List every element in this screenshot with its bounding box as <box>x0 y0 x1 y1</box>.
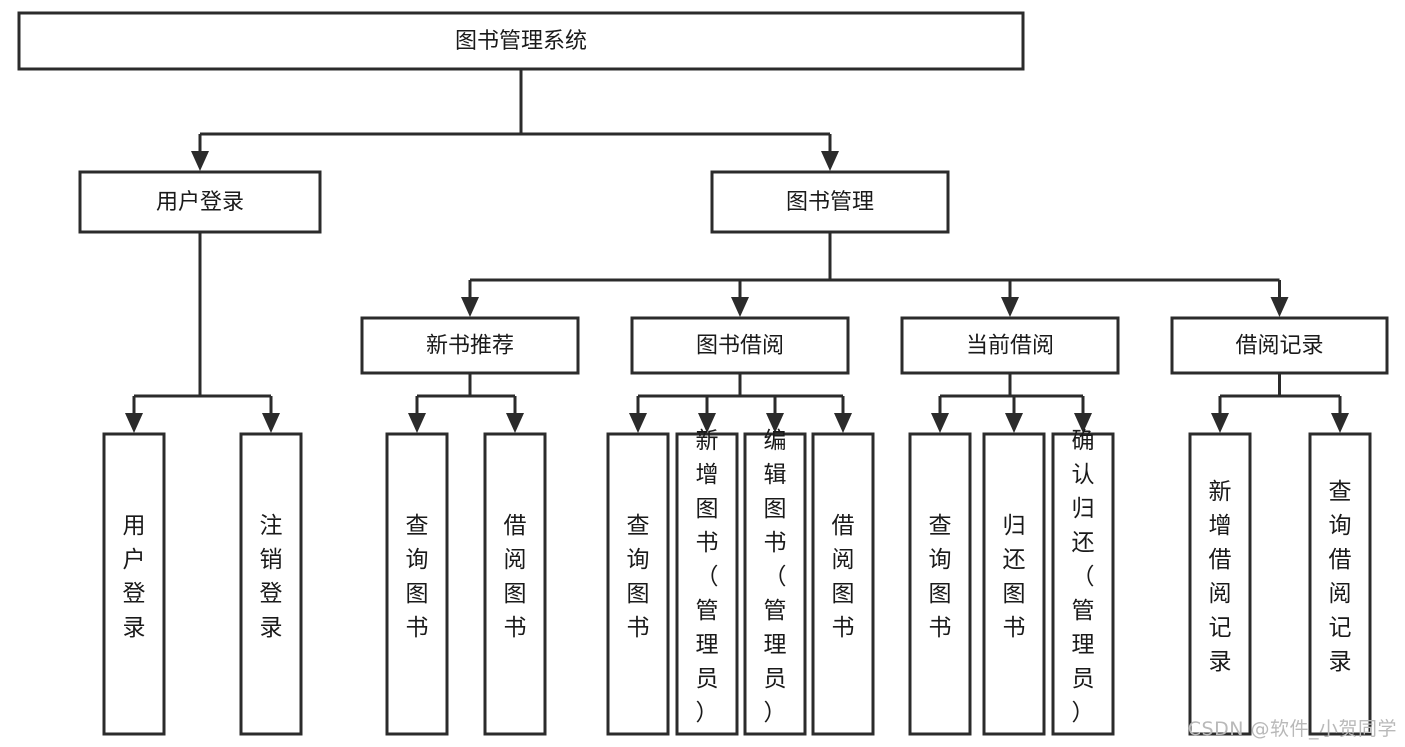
node-box <box>1308 432 1372 736</box>
node-box <box>239 432 303 736</box>
node-box <box>710 170 950 234</box>
node-box <box>385 432 449 736</box>
arrow-head-icon <box>1005 413 1023 433</box>
node-box <box>743 432 807 736</box>
arrow-head-icon <box>731 297 749 317</box>
arrow-head-icon <box>1211 413 1229 433</box>
node-box <box>630 316 850 375</box>
node-leaf-add-book[interactable]: 新增图书（管理员） <box>675 428 739 736</box>
node-box <box>360 316 580 375</box>
node-label: 查询图书 <box>406 513 429 641</box>
node-box <box>606 432 670 736</box>
node-new-book-rec[interactable]: 新书推荐 <box>360 316 580 375</box>
arrow-head-icon <box>506 413 524 433</box>
node-box <box>1170 316 1389 375</box>
node-label: 查询图书 <box>627 513 650 641</box>
node-leaf-edit-book[interactable]: 编辑图书（管理员） <box>743 428 807 736</box>
node-leaf-query-book-3[interactable]: 查询图书 <box>908 432 972 736</box>
node-box <box>78 170 322 234</box>
node-leaf-user-logout[interactable]: 注销登录 <box>239 432 303 736</box>
node-label: 图书管理 <box>786 190 874 215</box>
node-box <box>483 432 547 736</box>
node-leaf-user-login[interactable]: 用户登录 <box>102 432 166 736</box>
node-label: 借阅记录 <box>1235 334 1323 359</box>
node-label: 用户登录 <box>123 513 146 641</box>
arrow-head-icon <box>262 413 280 433</box>
arrow-head-icon <box>1331 413 1349 433</box>
node-box <box>675 432 739 736</box>
node-borrow-record[interactable]: 借阅记录 <box>1170 316 1389 375</box>
arrow-head-icon <box>191 151 209 171</box>
node-label: 归还图书 <box>1003 513 1026 641</box>
node-label: 借阅图书 <box>832 513 855 641</box>
node-book-borrow[interactable]: 图书借阅 <box>630 316 850 375</box>
arrow-head-icon <box>834 413 852 433</box>
node-label: 新增图书（管理员） <box>696 428 719 726</box>
node-box <box>982 432 1046 736</box>
node-box <box>1051 432 1115 736</box>
node-leaf-return-book[interactable]: 归还图书 <box>982 432 1046 736</box>
node-book-manage[interactable]: 图书管理 <box>710 170 950 234</box>
node-leaf-query-record[interactable]: 查询借阅记录 <box>1308 432 1372 736</box>
node-box <box>908 432 972 736</box>
node-leaf-borrow-book-2[interactable]: 借阅图书 <box>811 432 875 736</box>
node-root-system-title[interactable]: 图书管理系统 <box>17 11 1025 71</box>
arrow-head-icon <box>766 413 784 433</box>
arrow-head-icon <box>821 151 839 171</box>
arrow-head-icon <box>408 413 426 433</box>
node-leaf-confirm-return[interactable]: 确认归还（管理员） <box>1051 428 1115 736</box>
arrow-head-icon <box>698 413 716 433</box>
arrow-head-icon <box>1270 297 1289 317</box>
arrow-head-icon <box>461 297 479 317</box>
arrow-head-icon <box>125 413 143 433</box>
node-label: 编辑图书（管理员） <box>764 428 787 726</box>
node-box <box>900 316 1120 375</box>
node-box <box>17 11 1025 71</box>
node-label: 查询借阅记录 <box>1329 479 1352 675</box>
arrow-head-icon <box>1001 297 1019 317</box>
node-label: 借阅图书 <box>504 513 527 641</box>
node-label: 确认归还（管理员） <box>1072 428 1095 726</box>
node-label: 新书推荐 <box>426 334 514 359</box>
arrow-head-icon <box>629 413 647 433</box>
node-box <box>102 432 166 736</box>
node-label: 图书管理系统 <box>455 29 587 54</box>
node-leaf-add-record[interactable]: 新增借阅记录 <box>1188 432 1252 736</box>
arrow-head-icon <box>931 413 949 433</box>
node-box <box>811 432 875 736</box>
node-leaf-query-book-2[interactable]: 查询图书 <box>606 432 670 736</box>
node-label: 当前借阅 <box>966 334 1054 359</box>
node-box <box>1188 432 1252 736</box>
node-label: 查询图书 <box>929 513 952 641</box>
node-user-login[interactable]: 用户登录 <box>78 170 322 234</box>
node-current-borrow[interactable]: 当前借阅 <box>900 316 1120 375</box>
arrow-head-icon <box>1074 413 1092 433</box>
node-label: 用户登录 <box>156 190 244 215</box>
node-label: 图书借阅 <box>696 334 784 359</box>
node-label: 注销登录 <box>260 513 283 641</box>
node-leaf-borrow-book-1[interactable]: 借阅图书 <box>483 432 547 736</box>
node-leaf-query-book-1[interactable]: 查询图书 <box>385 432 449 736</box>
node-label: 新增借阅记录 <box>1209 479 1232 675</box>
